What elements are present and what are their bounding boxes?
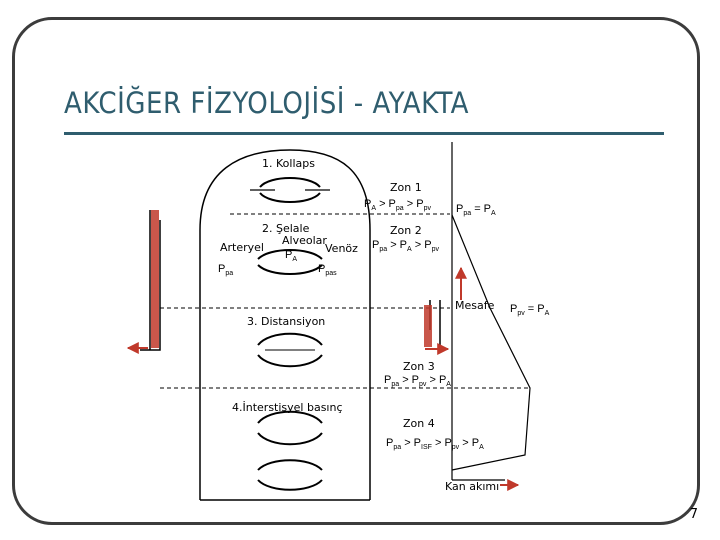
eq-ppa-label: Ppa [218, 263, 233, 277]
label-zone2: Zon 2 [390, 224, 422, 237]
arterial-column [151, 210, 159, 348]
label-alveolar: Alveolar [282, 234, 327, 247]
label-interstitial: 4.İnterstisyel basınç [232, 401, 343, 414]
vessel-zone2 [257, 249, 323, 275]
label-zone1: Zon 1 [390, 181, 422, 194]
eq-zone4-relation: Ppa > PISF > Ppv > PA [386, 437, 484, 451]
slide-frame [12, 17, 700, 525]
vessel-zone1 [250, 177, 330, 203]
venous-column [424, 305, 432, 347]
label-zone3: Zon 3 [403, 360, 435, 373]
eq-zone2-boundary: Ppv = PA [510, 303, 550, 317]
label-distension: 3. Distansiyon [247, 315, 325, 328]
eq-zone1-relation: PA > Ppa > Ppv [364, 198, 431, 212]
label-blood-flow: Kan akımı [445, 480, 499, 493]
blood-flow-curve [451, 214, 531, 471]
label-waterfall: 2. Şelale [262, 222, 310, 235]
eq-zone2-relation: Ppa > PA > Ppv [372, 239, 439, 253]
vessel-zone3 [257, 332, 323, 368]
arterial-tube [140, 210, 161, 351]
title-underline [64, 132, 664, 135]
lung-outline [199, 149, 371, 500]
label-zone4: Zon 4 [403, 417, 435, 430]
label-distance: Mesafe [455, 299, 495, 312]
label-venous: Venöz [325, 242, 358, 255]
eq-zone1-boundary: Ppa = PA [456, 203, 496, 217]
vessel-zone4 [257, 410, 323, 491]
slide-title: AKCİĞER FİZYOLOJİSİ - AYAKTA [64, 86, 469, 120]
label-arterial: Arteryel [220, 241, 264, 254]
slide-number: 7 [689, 507, 698, 522]
eq-ppas-label: Ppas [318, 263, 337, 277]
label-collapse: 1. Kollaps [262, 157, 315, 170]
eq-zone3-relation: Ppa > Ppv > PA [384, 374, 451, 388]
